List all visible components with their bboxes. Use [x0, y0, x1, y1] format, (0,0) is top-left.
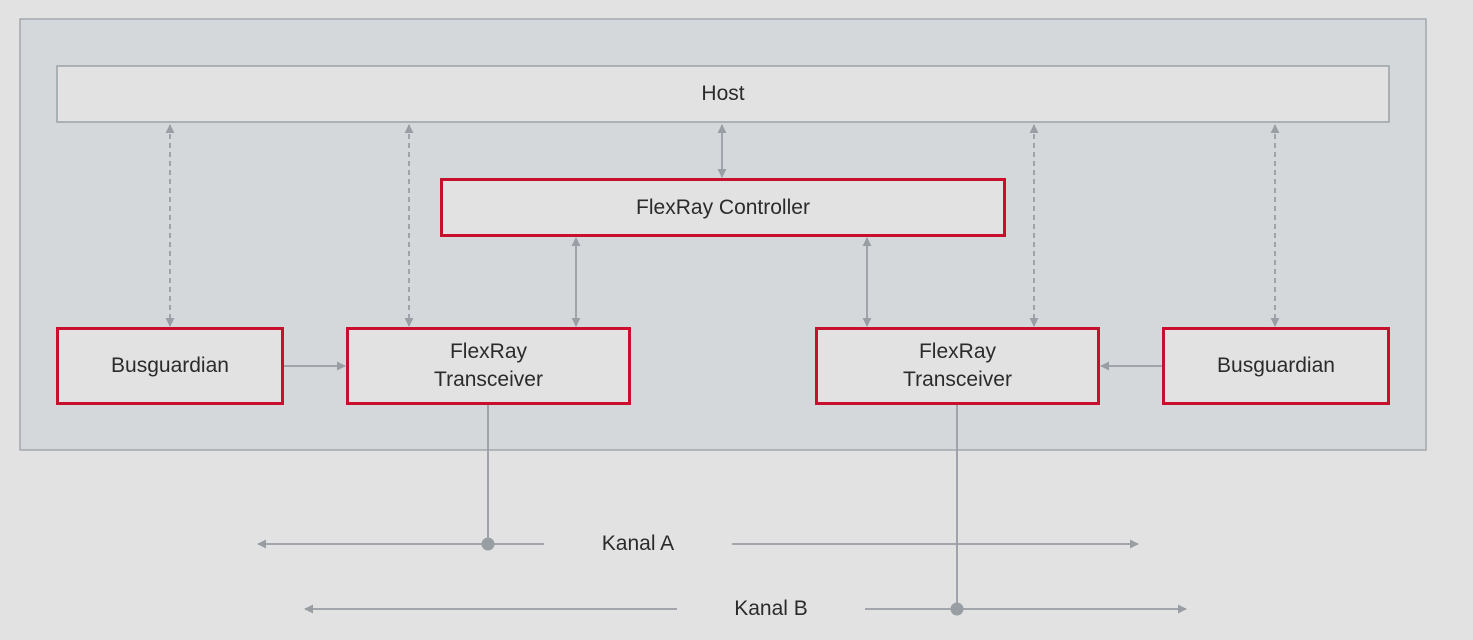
host-label: Host — [701, 82, 745, 105]
controller-box — [440, 178, 1006, 237]
channel-a-junction — [481, 537, 495, 551]
controller-label: FlexRay Controller — [636, 195, 810, 219]
transceiver-right-box — [815, 327, 1100, 405]
transceiver-left-box — [346, 327, 631, 405]
busguardian-right-label: Busguardian — [1217, 354, 1335, 377]
transceiver-right-line1: FlexRay — [918, 340, 997, 363]
transceiver-left-line1: FlexRay — [449, 340, 528, 363]
busguardian-left-box — [56, 327, 284, 405]
channel-b-label: Kanal B — [734, 597, 808, 620]
transceiver-left-label: FlexRay Transceiver — [347, 328, 630, 404]
transceiver-right-line2: Transceiver — [903, 368, 1012, 391]
channel-a-label: Kanal A — [601, 532, 675, 555]
channel-b-junction — [950, 602, 964, 616]
host-box — [56, 65, 1390, 123]
busguardian-right-box — [1162, 327, 1390, 405]
transceiver-right-label: FlexRay Transceiver — [816, 328, 1099, 404]
transceiver-left-line2: Transceiver — [434, 368, 543, 391]
busguardian-left-label: Busguardian — [111, 354, 229, 377]
